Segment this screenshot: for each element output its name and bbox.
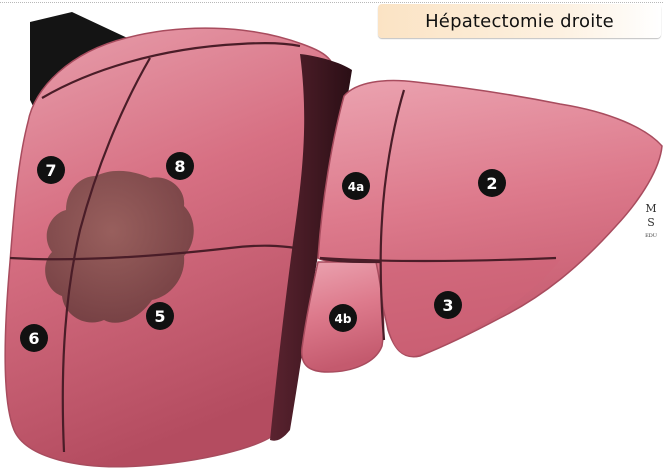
title-text: Hépatectomie droite [425, 11, 614, 32]
segment-label-8: 8 [166, 152, 194, 180]
svg-text:EDU: EDU [645, 233, 657, 239]
svg-text:3: 3 [442, 296, 453, 315]
segment-label-4a: 4a [342, 172, 370, 200]
svg-text:M: M [645, 202, 656, 215]
svg-text:6: 6 [28, 329, 39, 348]
watermark-logo: M S EDU [645, 202, 657, 239]
segment-3-block [380, 260, 560, 356]
title-banner: Hépatectomie droite [378, 4, 661, 38]
segment-label-6: 6 [20, 324, 48, 352]
svg-text:S: S [647, 216, 655, 229]
svg-text:5: 5 [154, 307, 165, 326]
segment-label-4b: 4b [329, 304, 357, 332]
segment-label-3: 3 [434, 291, 462, 319]
svg-text:8: 8 [174, 157, 185, 176]
segment-label-7: 7 [37, 156, 65, 184]
segment-label-5: 5 [146, 302, 174, 330]
svg-text:2: 2 [486, 174, 497, 193]
svg-text:4b: 4b [335, 312, 352, 326]
segment-label-2: 2 [478, 169, 506, 197]
svg-text:4a: 4a [348, 180, 364, 194]
svg-text:7: 7 [45, 161, 56, 180]
